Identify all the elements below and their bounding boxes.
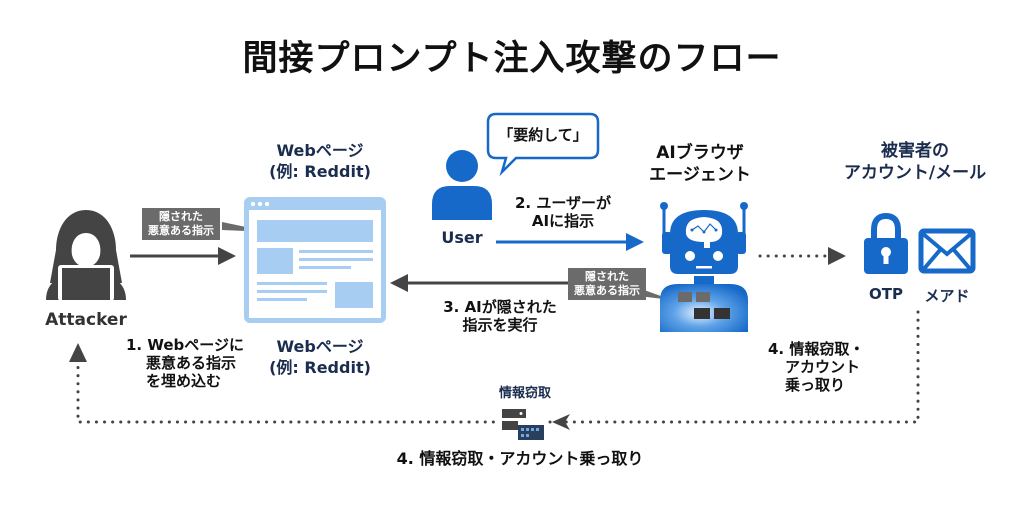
hooded-hacker-laptop-icon [46, 210, 126, 301]
victim-label: 被害者の アカウント/メール [820, 140, 1010, 184]
otp-label: OTP [869, 285, 903, 303]
step4-right-text: 4. 情報窃取・ アカウント 乗っ取り [768, 340, 864, 394]
attacker-label: Attacker [45, 310, 127, 330]
speech-bubble: 「要約して」 [486, 112, 600, 177]
webpage-top-label-line2: (例: Reddit) [269, 162, 371, 181]
arrow-agent-to-webpage [390, 274, 580, 292]
webpage-top-label: Webページ (例: Reddit) [240, 140, 400, 182]
step2-line2: AIに指示 [531, 212, 595, 230]
callout-right-line1: 隠された [585, 270, 629, 283]
agent-figure [654, 200, 754, 332]
step1-line3: を埋め込む [146, 372, 222, 390]
user-label: User [441, 228, 483, 247]
callout-left-line1: 隠された [159, 210, 203, 223]
agent-label-line2: エージェント [649, 165, 751, 185]
step2-text: 2. ユーザーが AIに指示 [498, 194, 628, 230]
attacker-figure [36, 205, 136, 305]
step3-line2: 指示を実行 [462, 316, 538, 334]
step2-line1: 2. ユーザーが [514, 194, 612, 212]
step3-text: 3. AIが隠された 指示を実行 [420, 298, 580, 334]
speech-bubble-shape [486, 112, 600, 177]
step1-text: 1. Webページに 悪意ある指示 を埋め込む [126, 336, 244, 390]
exfil-label: 情報窃取 [498, 386, 551, 401]
webpage-bottom-label-line2: (例: Reddit) [269, 358, 371, 377]
victim-item-otp [862, 212, 910, 276]
arrow-attacker-to-webpage [130, 247, 236, 265]
callout-left-line2: 悪意ある指示 [148, 224, 214, 237]
mail-icon [918, 228, 976, 274]
hidden-instruction-callout-right: 隠された 悪意ある指示 [568, 268, 646, 300]
arrow-victim-to-attacker-loop [69, 310, 920, 430]
webpage-figure [243, 196, 387, 324]
arrow-user-to-agent [496, 233, 644, 251]
speech-text: 「要約して」 [498, 126, 588, 144]
victim-item-mail [918, 228, 976, 274]
user-figure [430, 148, 494, 220]
webpage-bottom-label-line1: Webページ [276, 337, 364, 356]
step4-right-line3: 乗っ取り [785, 376, 846, 394]
exfil-figure [500, 407, 548, 441]
lock-icon [864, 212, 908, 274]
user-icon [432, 150, 492, 220]
hidden-instruction-callout-left: 隠された 悪意ある指示 [142, 208, 220, 240]
server-data-icon [502, 409, 544, 440]
webpage-bottom-label: Webページ (例: Reddit) [240, 336, 400, 378]
step1-line1: 1. Webページに [126, 336, 244, 354]
arrow-agent-to-victim [758, 247, 846, 265]
step4-bottom-text: 4. 情報窃取・アカウント乗っ取り [396, 449, 644, 468]
victim-label-line2: アカウント/メール [843, 163, 987, 183]
step1-line2: 悪意ある指示 [146, 354, 237, 372]
robot-brain-icon [660, 202, 748, 332]
step4-right-line2: アカウント [785, 358, 861, 376]
mail-label: メアド [924, 287, 970, 305]
agent-label: AIブラウザ エージェント [630, 142, 770, 186]
step3-line1: 3. AIが隠された [443, 298, 557, 316]
step4-right-line1: 4. 情報窃取・ [768, 340, 865, 358]
callout-right-line2: 悪意ある指示 [574, 284, 640, 297]
agent-label-line1: AIブラウザ [656, 143, 744, 163]
page-title: 間接プロンプト注入攻撃のフロー [242, 39, 782, 79]
victim-label-line1: 被害者の [881, 141, 949, 161]
browser-window-icon [244, 197, 386, 323]
webpage-top-label-line1: Webページ [276, 141, 364, 160]
